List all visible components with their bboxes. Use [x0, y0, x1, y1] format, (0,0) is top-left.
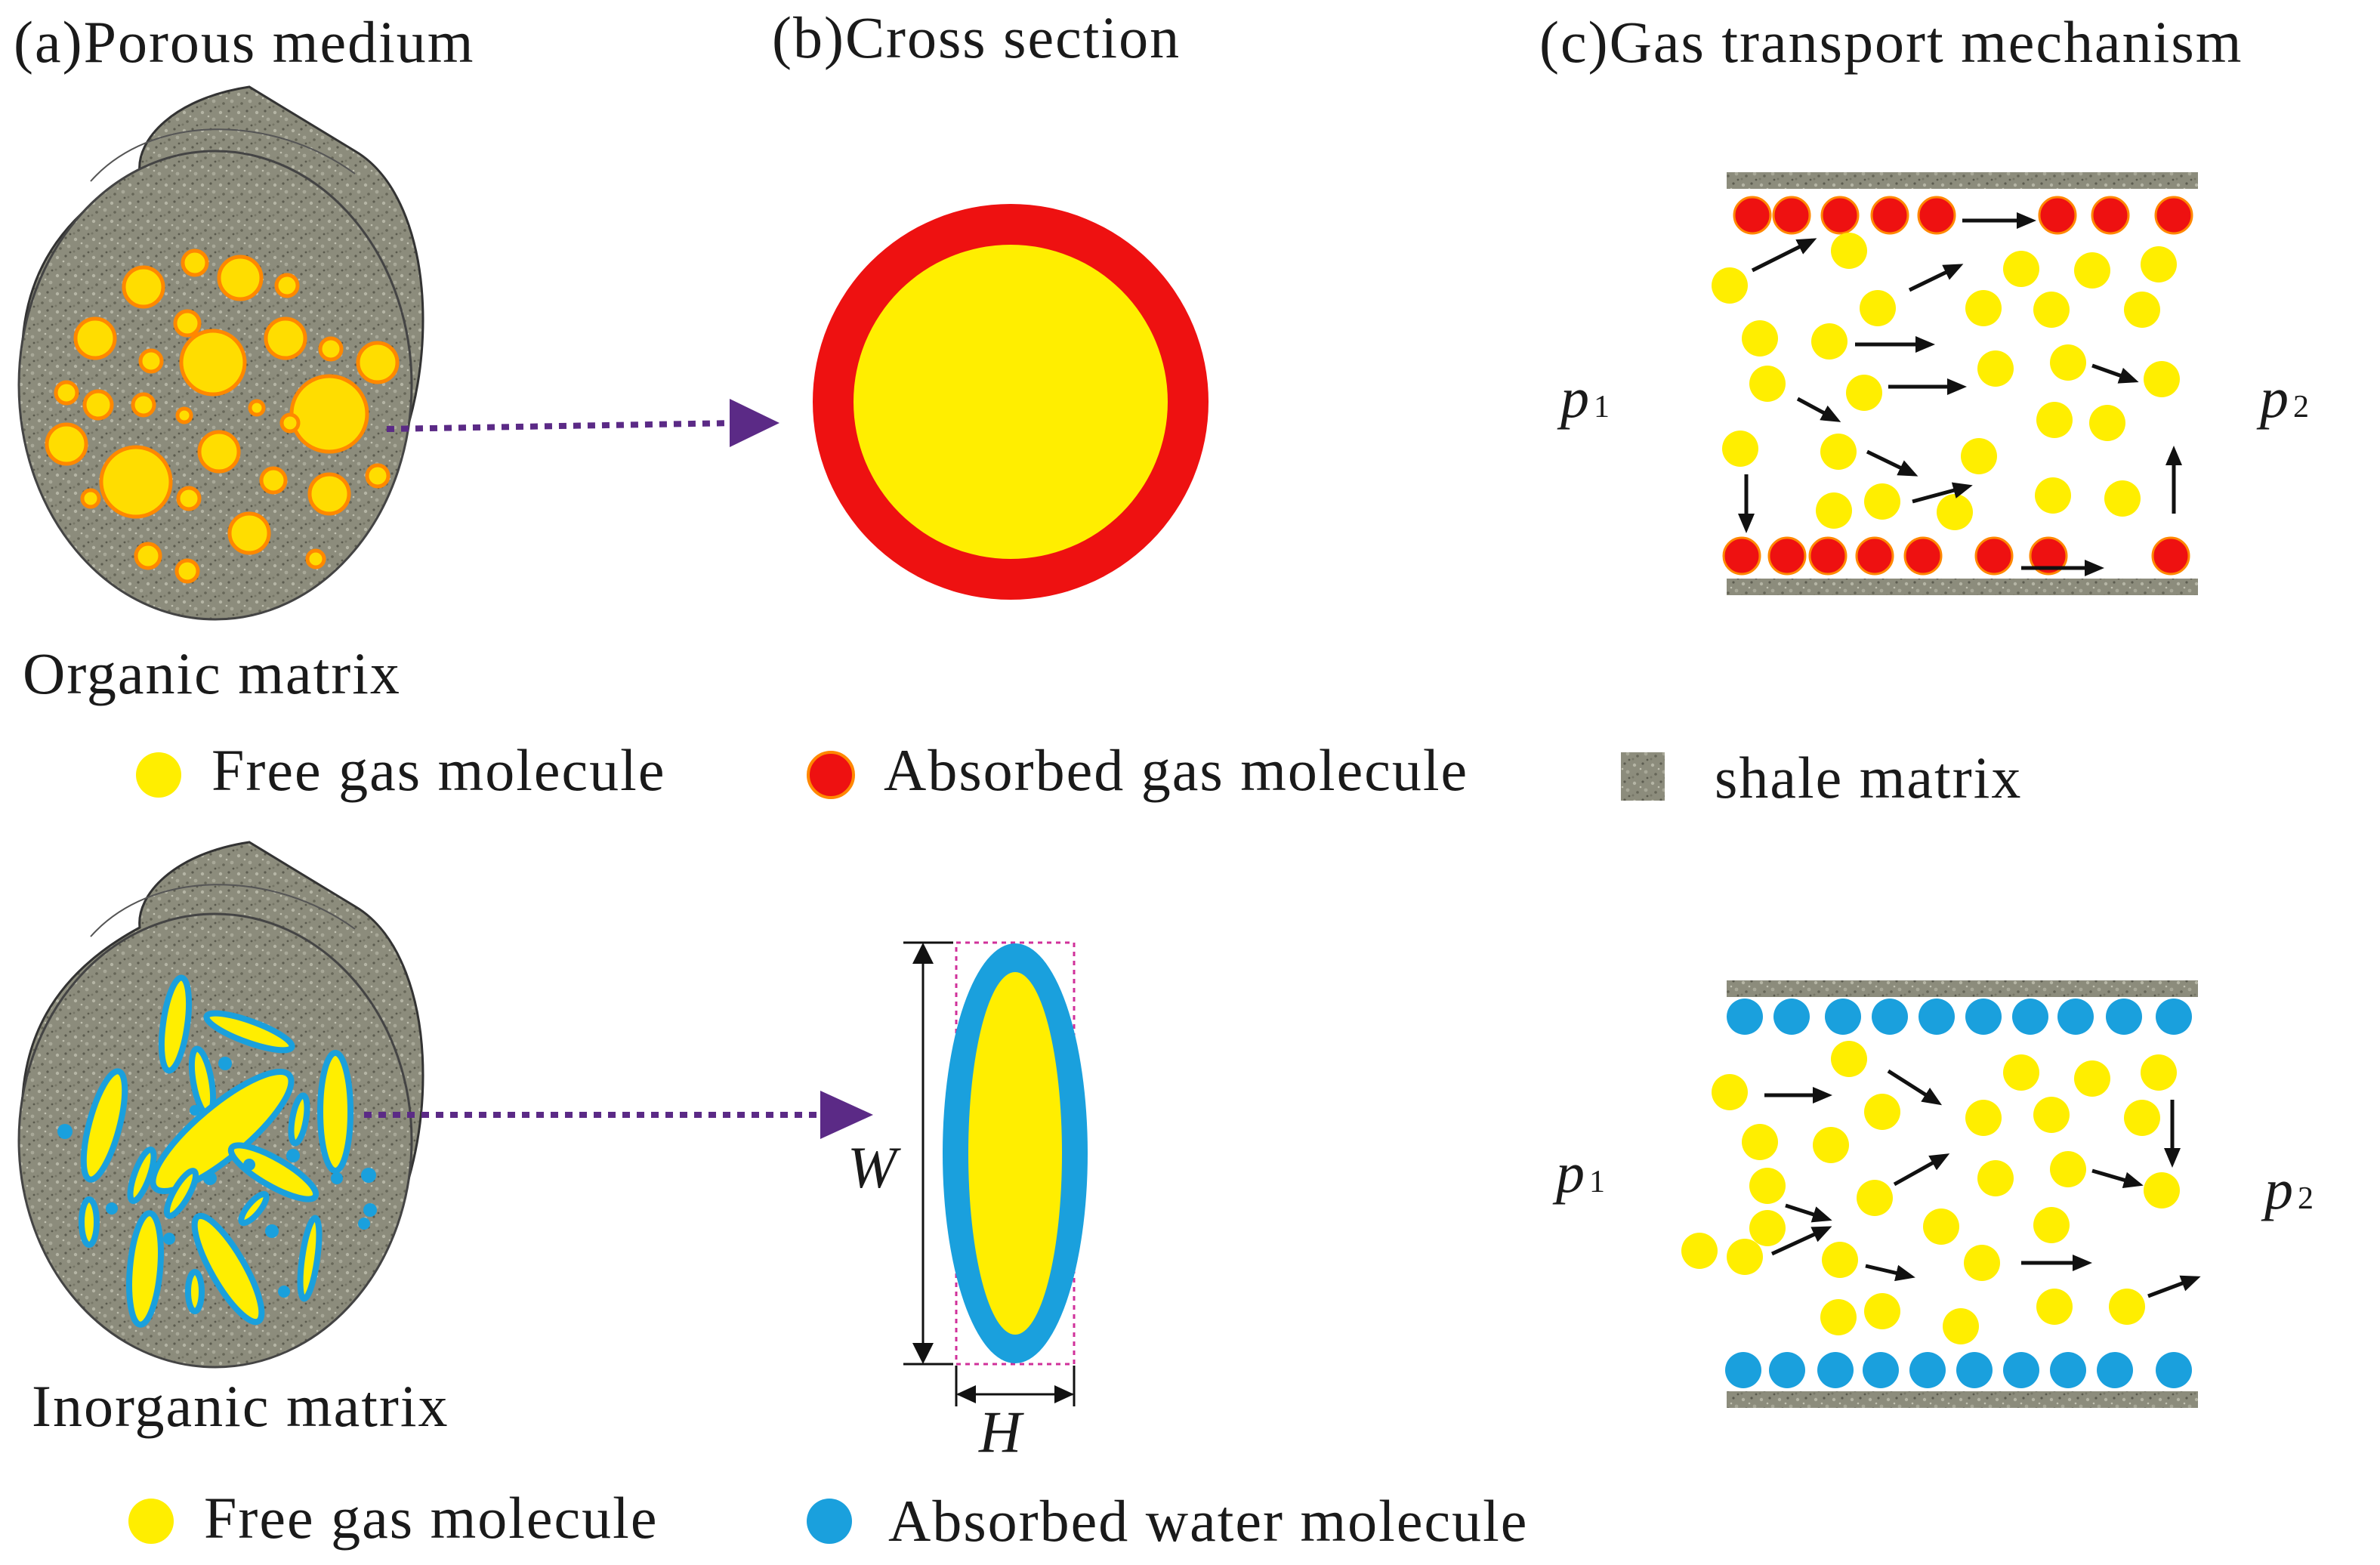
dimension-w-label: W: [847, 1134, 901, 1200]
dimension-h-label: H: [978, 1399, 1024, 1465]
organic-cylinder-rim: [90, 128, 356, 182]
inorganic-legend: Free gas molecule Absorbed water molecul…: [128, 1485, 1528, 1554]
organic-channel-top-wall: [1727, 172, 2198, 189]
inorganic-cross-section: W H: [847, 941, 1088, 1465]
dotted-arrow-organic: [386, 420, 737, 432]
legend-absorbed-water-swatch: [807, 1499, 852, 1544]
inorganic-cylinder-rim: [90, 884, 356, 937]
legend-absorbed-water-label: Absorbed water molecule: [888, 1488, 1528, 1554]
organic-motion-arrows: [1738, 212, 2182, 576]
legend-shale-label: shale matrix: [1715, 745, 2022, 810]
legend-free-gas-swatch: [136, 752, 181, 798]
organic-pores: [45, 248, 400, 584]
heading-c: (c)Gas transport mechanism: [1539, 9, 2243, 75]
inorganic-free-molecules: [1681, 1041, 2180, 1344]
legend-absorbed-gas-label: Absorbed gas molecule: [884, 737, 1468, 803]
organic-cross-section: [813, 204, 1209, 600]
dimension-w-arrow-bottom: [912, 1343, 934, 1364]
inorganic-matrix-label: Inorganic matrix: [32, 1373, 449, 1439]
inorganic-motion-arrows: [1764, 1069, 2201, 1298]
cross-section-gas-core: [968, 972, 1062, 1335]
organic-channel-bottom-wall: [1727, 579, 2198, 595]
organic-free-molecules: [1712, 233, 2180, 530]
legend-shale-swatch: [1621, 752, 1665, 801]
dotted-arrow-inorganic-head: [820, 1091, 873, 1139]
dimension-h-arrow-left: [956, 1385, 976, 1403]
legend-absorbed-gas-swatch: [807, 751, 855, 799]
dotted-arrow-organic-head: [730, 399, 779, 447]
organic-legend: Free gas molecule Absorbed gas molecule …: [136, 737, 2022, 810]
organic-adsorbed-molecules: [1722, 196, 2193, 576]
dimension-w-arrow-top: [912, 943, 934, 964]
legend-free-gas-swatch-2: [128, 1499, 174, 1544]
organic-cylinder: [17, 85, 424, 621]
inorganic-cylinder: [17, 841, 424, 1369]
inorganic-pores: [79, 974, 353, 1328]
heading-a: (a)Porous medium: [14, 9, 474, 75]
legend-free-gas-label-2: Free gas molecule: [204, 1485, 658, 1551]
organic-matrix-label: Organic matrix: [23, 641, 401, 706]
dimension-h-arrow-right: [1054, 1385, 1074, 1403]
inorganic-water-dots: [57, 1057, 377, 1298]
inorganic-channel-top-wall: [1727, 980, 2198, 997]
heading-b: (b)Cross section: [772, 5, 1181, 70]
legend-free-gas-label: Free gas molecule: [211, 737, 665, 803]
inorganic-channel-bottom-wall: [1727, 1391, 2198, 1408]
inorganic-water-molecules: [1725, 999, 2192, 1388]
